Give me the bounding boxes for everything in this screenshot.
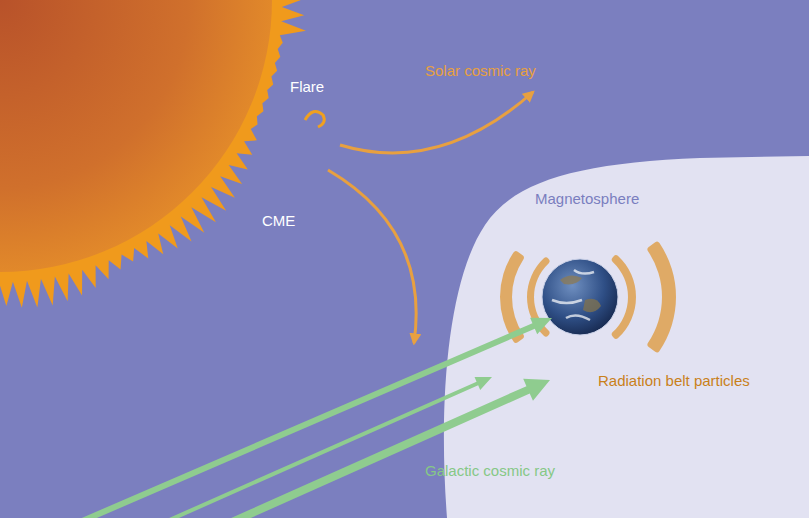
- galactic-ray-arrow: [79, 318, 552, 518]
- radiation-belt: [647, 242, 676, 352]
- galactic-ray-arrow: [164, 377, 492, 518]
- flare-label: Flare: [290, 78, 324, 96]
- belt-label: Radiation belt particles: [598, 372, 750, 390]
- solar-ray-label: Solar cosmic ray: [425, 62, 536, 80]
- flare-loop: [305, 111, 324, 127]
- galactic-ray-arrow: [230, 379, 550, 518]
- galactic-ray-label: Galactic cosmic ray: [425, 462, 555, 480]
- cme-label: CME: [262, 212, 295, 230]
- cme-arrow: [328, 170, 416, 343]
- sun: [0, 0, 306, 308]
- earth: [542, 259, 618, 335]
- solar-ray-arrow: [340, 92, 533, 153]
- sun-disk: [0, 0, 272, 272]
- galactic-ray-arrows: [79, 318, 552, 518]
- region-title: Magnetosphere: [535, 190, 639, 208]
